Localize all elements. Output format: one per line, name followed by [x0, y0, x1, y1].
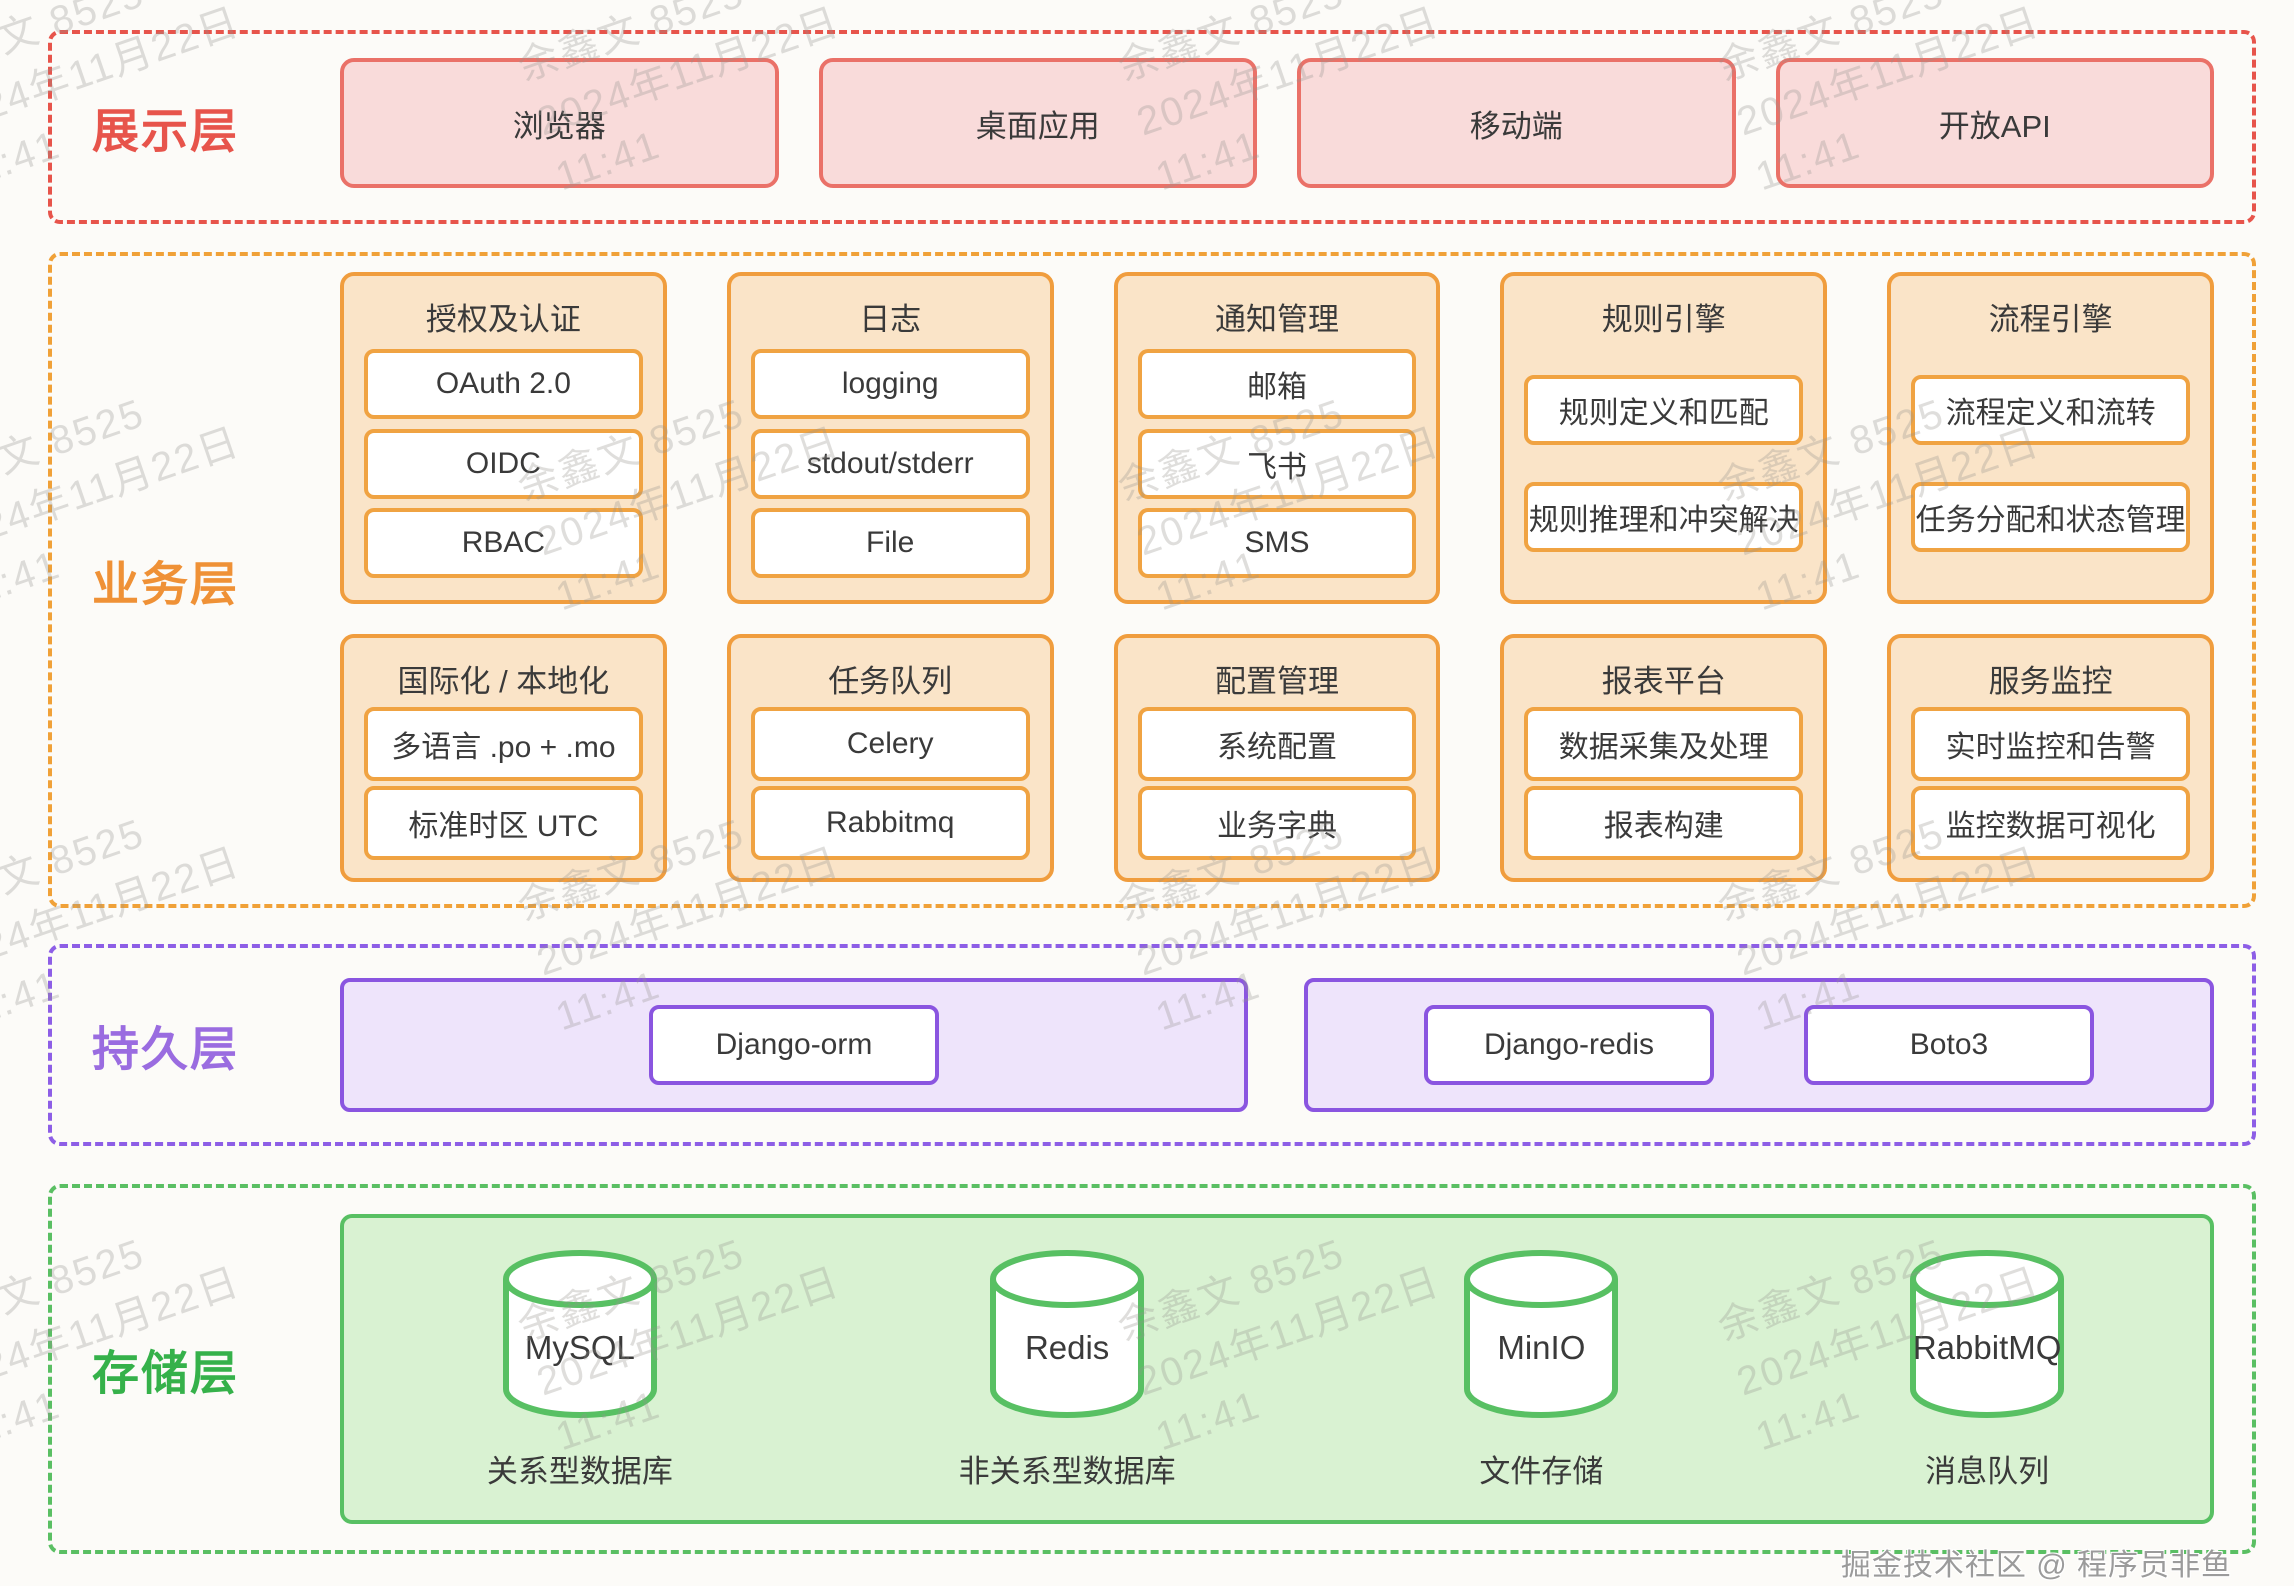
- persistence-group-cache-storage: Django-redis Boto3: [1304, 978, 2214, 1112]
- presentation-box-mobile: 移动端: [1297, 58, 1736, 188]
- group-item: Rabbitmq: [750, 786, 1030, 861]
- group-item: 报表构建: [1524, 786, 1804, 861]
- group-item: 邮箱: [1137, 348, 1417, 419]
- storage-db-minio: MinIO 文件存储: [1461, 1247, 1621, 1491]
- persistence-layer-band: 持久层 Django-orm Django-redis Boto3: [48, 944, 2256, 1146]
- group-title: 流程引擎: [1988, 302, 2113, 337]
- group-title: 配置管理: [1214, 664, 1339, 699]
- business-group-notification: 通知管理 邮箱 飞书 SMS: [1113, 272, 1441, 604]
- storage-db-rabbitmq: RabbitMQ 消息队列: [1907, 1247, 2067, 1491]
- presentation-box-browser: 浏览器: [340, 58, 779, 188]
- storage-caption: 文件存储: [1479, 1454, 1604, 1489]
- business-row-1: 授权及认证 OAuth 2.0 OIDC RBAC 日志 logging std…: [340, 272, 2214, 604]
- group-title: 通知管理: [1214, 302, 1339, 337]
- storage-name: MinIO: [1497, 1329, 1586, 1366]
- group-item: 监控数据可视化: [1911, 786, 2190, 861]
- group-item: File: [750, 508, 1030, 579]
- business-group-logging: 日志 logging stdout/stderr File: [726, 272, 1054, 604]
- database-cylinder-icon: MinIO: [1461, 1247, 1621, 1422]
- group-title: 国际化 / 本地化: [397, 664, 610, 699]
- persistence-group-orm: Django-orm: [340, 978, 1248, 1112]
- presentation-boxes: 浏览器 桌面应用 移动端 开放API: [340, 58, 2214, 188]
- storage-layer-label: 存储层: [92, 1346, 239, 1400]
- presentation-layer-label: 展示层: [92, 104, 239, 158]
- group-title: 规则引擎: [1601, 302, 1726, 337]
- group-item: 系统配置: [1137, 706, 1417, 781]
- group-item: 飞书: [1137, 428, 1417, 499]
- presentation-box-desktop-app: 桌面应用: [818, 58, 1257, 188]
- storage-caption: 消息队列: [1925, 1454, 2050, 1489]
- storage-caption: 关系型数据库: [486, 1454, 673, 1489]
- group-item: 规则推理和冲突解决: [1524, 481, 1804, 552]
- database-cylinder-icon: MySQL: [500, 1247, 660, 1422]
- storage-db-mysql: MySQL 关系型数据库: [487, 1247, 673, 1491]
- group-title: 服务监控: [1988, 664, 2113, 699]
- group-item: SMS: [1137, 508, 1417, 579]
- business-group-report: 报表平台 数据采集及处理 报表构建: [1500, 634, 1828, 882]
- business-group-rule-engine: 规则引擎 规则定义和匹配 规则推理和冲突解决: [1500, 272, 1828, 604]
- business-group-task-queue: 任务队列 Celery Rabbitmq: [726, 634, 1054, 882]
- business-row-2: 国际化 / 本地化 多语言 .po + .mo 标准时区 UTC 任务队列 Ce…: [340, 634, 2214, 882]
- group-title: 报表平台: [1601, 664, 1726, 699]
- group-item: RBAC: [364, 508, 643, 579]
- group-title: 授权及认证: [425, 302, 581, 337]
- business-group-i18n: 国际化 / 本地化 多语言 .po + .mo 标准时区 UTC: [340, 634, 667, 882]
- footer-credit: 掘金技术社区 @ 程序员非鱼: [1840, 1549, 2232, 1582]
- storage-name: RabbitMQ: [1912, 1329, 2062, 1366]
- group-item: 多语言 .po + .mo: [364, 706, 643, 781]
- business-group-config: 配置管理 系统配置 业务字典: [1113, 634, 1441, 882]
- group-item: logging: [750, 348, 1030, 419]
- database-cylinder-icon: Redis: [987, 1247, 1147, 1422]
- storage-name: MySQL: [524, 1329, 635, 1366]
- group-item: 标准时区 UTC: [364, 786, 643, 861]
- storage-layer-band: 存储层 MySQL 关系型数据库 Redi: [48, 1184, 2256, 1554]
- database-cylinder-icon: RabbitMQ: [1907, 1247, 2067, 1422]
- group-item: 规则定义和匹配: [1524, 375, 1804, 446]
- persistence-box-boto3: Boto3: [1804, 1005, 2094, 1085]
- group-item: 流程定义和流转: [1911, 375, 2190, 446]
- business-layer-band: 业务层 授权及认证 OAuth 2.0 OIDC RBAC 日志 logging…: [48, 252, 2256, 908]
- group-item: OIDC: [364, 428, 643, 499]
- persistence-layer-label: 持久层: [92, 1022, 239, 1076]
- group-item: 数据采集及处理: [1524, 706, 1804, 781]
- storage-db-redis: Redis 非关系型数据库: [959, 1247, 1176, 1491]
- storage-caption: 非关系型数据库: [958, 1454, 1176, 1489]
- group-item: 实时监控和告警: [1911, 706, 2190, 781]
- group-item: OAuth 2.0: [364, 348, 643, 419]
- group-item: 业务字典: [1137, 786, 1417, 861]
- presentation-layer-band: 展示层 浏览器 桌面应用 移动端 开放API: [48, 30, 2256, 224]
- business-group-auth: 授权及认证 OAuth 2.0 OIDC RBAC: [340, 272, 667, 604]
- group-item: Celery: [750, 706, 1030, 781]
- group-item: stdout/stderr: [750, 428, 1030, 499]
- business-layer-label: 业务层: [92, 557, 239, 611]
- group-title: 日志: [859, 302, 922, 337]
- business-group-process-engine: 流程引擎 流程定义和流转 任务分配和状态管理: [1887, 272, 2214, 604]
- storage-name: Redis: [1024, 1329, 1110, 1366]
- group-title: 任务队列: [828, 664, 953, 699]
- persistence-box-django-redis: Django-redis: [1424, 1005, 1714, 1085]
- presentation-box-open-api: 开放API: [1775, 58, 2214, 188]
- storage-container: MySQL 关系型数据库 Redis 非关系型数据库: [340, 1214, 2214, 1524]
- business-group-monitoring: 服务监控 实时监控和告警 监控数据可视化: [1887, 634, 2214, 882]
- group-item: 任务分配和状态管理: [1911, 481, 2190, 552]
- persistence-box-django-orm: Django-orm: [649, 1005, 939, 1085]
